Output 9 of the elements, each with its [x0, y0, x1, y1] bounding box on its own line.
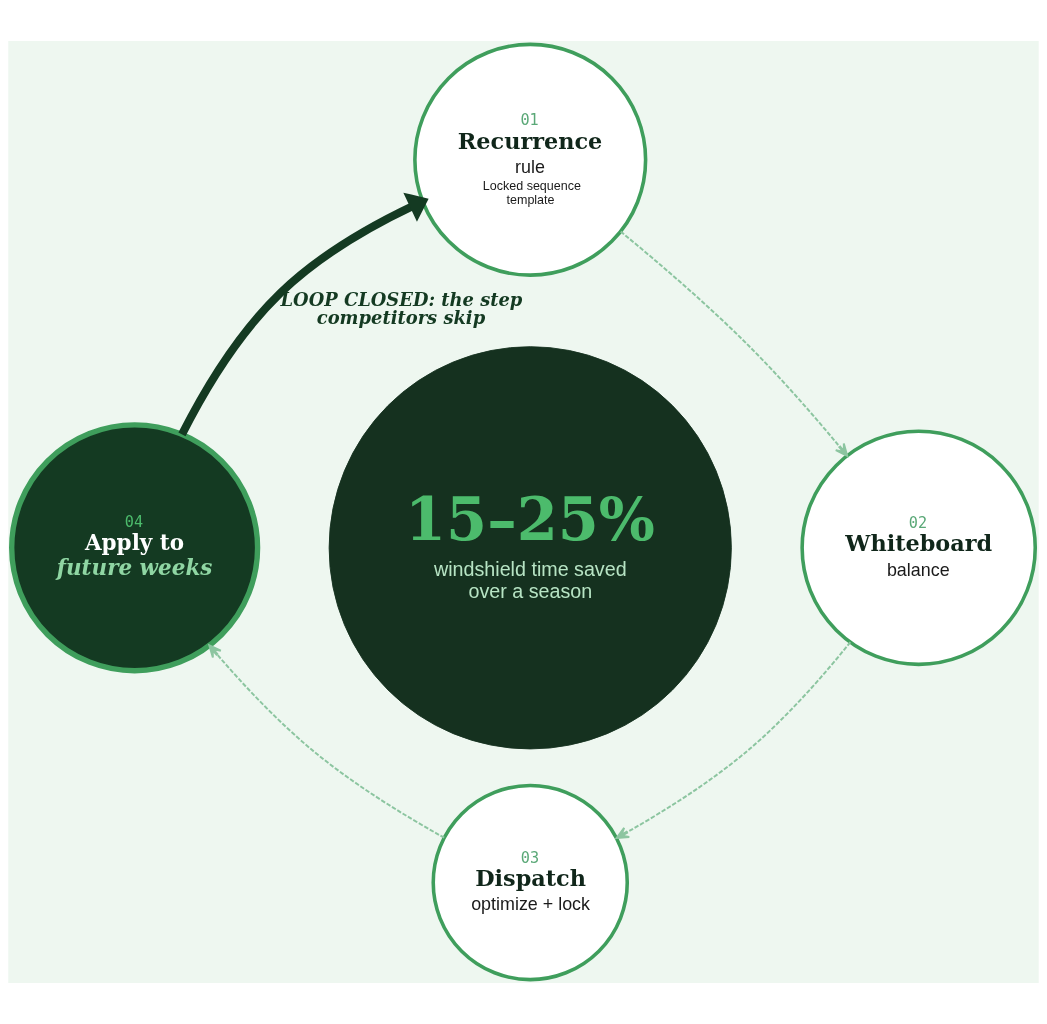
node-circle: 01 Recurrence rule Locked sequence template	[413, 42, 648, 277]
arrow	[178, 192, 429, 437]
edge-label: LOOP CLOSED: the step competitors skip	[280, 289, 523, 329]
node-circle: 02 Whiteboard balance	[800, 429, 1038, 667]
node-circle: 04 Apply to future weeks	[9, 422, 261, 674]
arrow	[615, 641, 852, 840]
node-circle: 15–25% windshield time saved over a season	[328, 346, 732, 750]
arrow	[619, 230, 849, 457]
arrow	[208, 644, 446, 839]
